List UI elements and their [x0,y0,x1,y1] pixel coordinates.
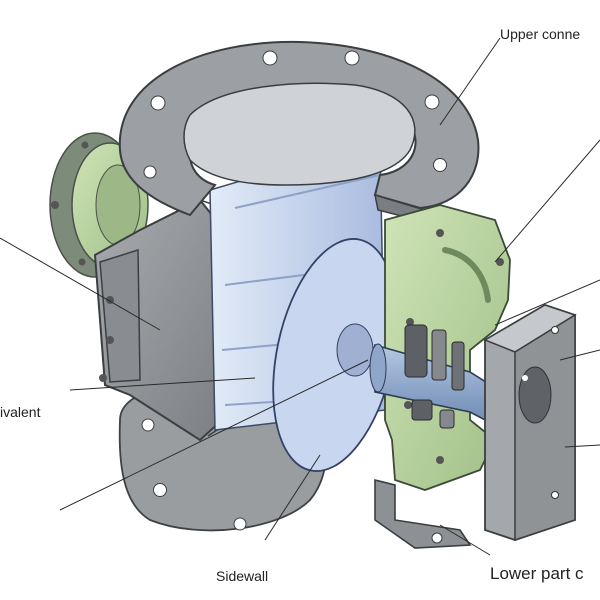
label-upper-connection: Upper conne [500,26,581,42]
label-lower-part: Lower part c [490,564,584,583]
shaft-seal-parts [404,324,465,429]
bearing-bracket [483,304,577,542]
label-sidewall: Sidewall [216,568,269,584]
leader-lines [0,37,600,556]
lower-frame [374,478,472,549]
label-equivalent: ivalent [0,404,41,420]
upper-flange [118,40,480,223]
housing-left-sidewall [93,198,233,442]
